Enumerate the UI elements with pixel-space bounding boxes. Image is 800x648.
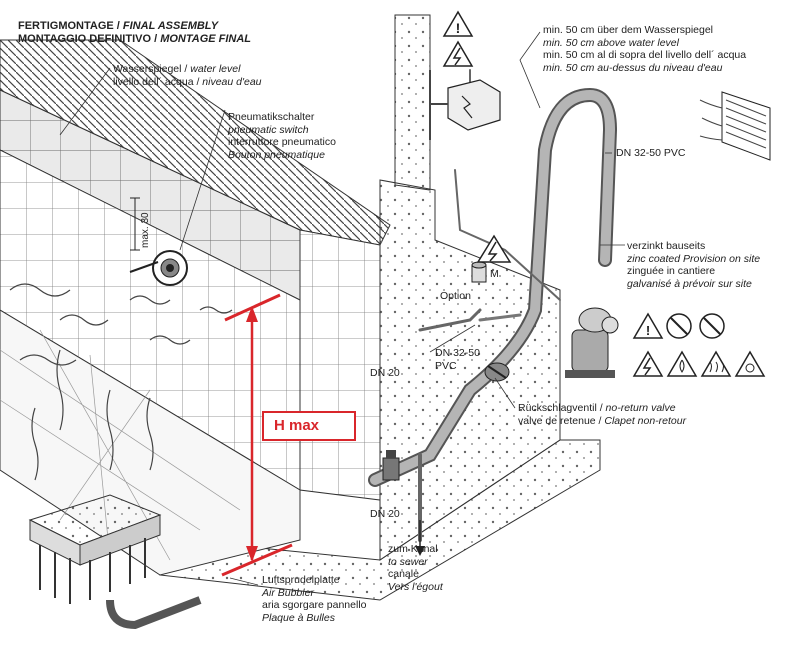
water-level-de: Wasserspiegel / — [113, 63, 191, 75]
height-note-label: min. 50 cm über dem Wasserspiegel min. 5… — [543, 24, 746, 74]
air-bubbler-en: Air Bubbler — [262, 586, 314, 599]
water-level-label: Wasserspiegel / water level livello dell… — [113, 63, 262, 88]
air-bubbler-plate — [28, 494, 202, 630]
max-dimension-marker — [130, 197, 140, 251]
air-bubbler-de: Luftsprudelplatte — [262, 574, 340, 586]
ventilation-grill-icon — [699, 91, 771, 161]
diagram-title: FERTIGMONTAGE / FINAL ASSEMBLY MONTAGGIO… — [18, 20, 251, 46]
leader-lines — [59, 31, 625, 586]
pipe-dn32-line2: PVC — [435, 359, 457, 372]
warning-triangle-icon: ! — [632, 312, 664, 339]
gate-valve-icon — [382, 450, 400, 481]
height-note-de: min. 50 cm über dem Wasserspiegel — [543, 24, 714, 36]
fire-hazard-icon — [666, 350, 698, 377]
pneumatic-switch-de: Pneumatikschalter — [228, 111, 315, 123]
no-return-valve-icon — [484, 362, 510, 382]
warning-triangle-icon: ! — [442, 10, 474, 37]
option-label: Option — [440, 290, 471, 302]
control-box-icon — [429, 70, 501, 140]
pneumatic-switch-label: Pneumatikschalter pneumatic switch inter… — [228, 111, 336, 161]
air-bubbler-label: Luftsprudelplatte Air Bubbler aria sgorg… — [262, 574, 367, 624]
pneumatic-switch-en: pneumatic switch — [228, 123, 309, 136]
pneumatic-switch-icon — [129, 250, 188, 286]
height-note-fr: min. 50 cm au-dessus du niveau d'eau — [543, 61, 723, 74]
sewer-it: canale — [388, 568, 419, 580]
electric-hazard-icon — [476, 234, 512, 263]
max-dimension-label: max. 30 — [140, 212, 151, 248]
return-valve-de: Rückschlagventil / — [518, 402, 606, 414]
hmax-dimension — [221, 293, 293, 577]
electric-hazard-icon — [632, 350, 664, 377]
zinc-fr: galvanisé à prévoir sur site — [627, 277, 752, 290]
return-valve-fr: Clapet non-retour — [604, 414, 687, 427]
motor-label: M — [490, 268, 499, 280]
pipe-main-label: DN 32-50 PVC — [616, 147, 686, 159]
zinc-de: verzinkt bauseits — [627, 240, 706, 252]
pipe-dn32-line1: DN 32-50 — [435, 347, 480, 359]
sewer-arrow-icon — [415, 520, 425, 556]
sewer-de: zum Kanal — [388, 543, 438, 555]
water-level-it: livello dell´ acqua / — [113, 75, 203, 88]
solenoid-valve-icon — [471, 261, 487, 283]
no-water-icon — [699, 313, 725, 339]
return-valve-label: Rückschlagventil / no-return valve valve… — [518, 402, 686, 427]
no-touch-icon — [666, 313, 692, 339]
return-valve-en: no-return valve — [605, 402, 676, 414]
air-bubbler-it: aria sgorgare pannello — [262, 599, 367, 611]
electric-hazard-icon — [442, 40, 474, 67]
air-bubbler-fr: Plaque à Bulles — [262, 611, 335, 624]
title-fr: MONTAGE FINAL — [160, 33, 252, 45]
sewer-fr: Vers l'égout — [388, 580, 443, 593]
pipe-dn32-label: DN 32-50 PVC — [435, 347, 480, 372]
pneumatic-switch-it: interruttore pneumatico — [228, 136, 336, 148]
hot-surface-icon — [700, 350, 732, 377]
return-valve-it: valve de retenue / — [518, 414, 605, 427]
sewer-label: zum Kanal to sewer canale Vers l'égout — [388, 543, 443, 593]
svg-text:!: ! — [646, 323, 650, 338]
title-de: FERTIGMONTAGE / — [18, 20, 123, 32]
hmax-label: H max — [262, 411, 356, 441]
water-level-en: water level — [190, 63, 241, 75]
water-bubbles — [9, 283, 233, 481]
svg-text:!: ! — [456, 20, 461, 36]
water-level-fr: niveau d'eau — [202, 75, 262, 88]
height-note-it: min. 50 cm al di sopra del livello dell´… — [543, 49, 747, 61]
title-it: MONTAGGIO DEFINITIVO / — [18, 33, 161, 45]
sewer-en: to sewer — [388, 555, 428, 568]
pneumatic-switch-fr: Bouton pneumatique — [228, 148, 325, 161]
height-note-en: min. 50 cm above water level — [543, 36, 679, 49]
concrete-structure — [159, 14, 601, 601]
zinc-en: zinc coated Provision on site — [627, 252, 761, 265]
pump-motor-icon — [565, 307, 619, 378]
zinc-label: verzinkt bauseits zinc coated Provision … — [627, 240, 760, 290]
caution-icon — [734, 350, 766, 377]
dn20-bottom-label: DN 20 — [370, 508, 400, 520]
title-en: FINAL ASSEMBLY — [122, 20, 219, 32]
zinc-it: zinguée in cantiere — [627, 265, 716, 277]
dn20-top-label: DN 20 — [370, 367, 400, 379]
